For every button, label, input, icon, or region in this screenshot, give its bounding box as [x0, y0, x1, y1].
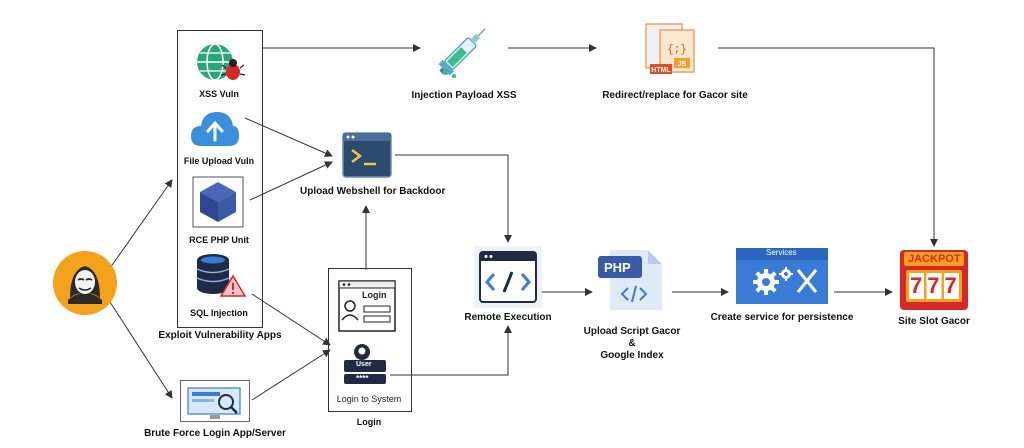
- redirect-label: Redirect/replace for Gacor site: [602, 90, 748, 101]
- remote-label: Remote Execution: [464, 312, 552, 323]
- service-node: Services: [736, 248, 828, 304]
- service-header-text: Services: [766, 248, 797, 257]
- sqli-label: SQL Injection: [190, 308, 248, 318]
- terminal-icon: [342, 132, 392, 178]
- upload-script-label-2: &: [628, 338, 636, 349]
- login-form-title: Login: [362, 290, 387, 300]
- login-box: [328, 268, 412, 412]
- slot-jackpot-text: JACKPOT: [908, 253, 961, 265]
- edge-attacker-brute: [109, 301, 173, 399]
- code-window-icon: [474, 246, 542, 308]
- upload-script-label-3: Google Index: [600, 350, 664, 361]
- exploit-group-box: [177, 30, 263, 328]
- rce-label: RCE PHP Unit: [189, 235, 249, 245]
- php-file-icon: [598, 250, 662, 310]
- attacker-node: [52, 250, 118, 316]
- login-user: User ****: [342, 342, 388, 386]
- edge-sqli-login: [251, 293, 331, 346]
- service-label: Create service for persistence: [710, 312, 854, 323]
- edge-redirect-slot: [718, 47, 938, 247]
- remote-node: [474, 246, 542, 308]
- login-system-text: Login to System: [336, 394, 402, 404]
- edge-login-remote: [390, 325, 512, 376]
- database-warning-icon: [196, 254, 247, 297]
- injection-label: Injection Payload XSS: [411, 90, 517, 101]
- upload-script-label-1: Upload Script Gacor: [583, 326, 681, 337]
- rce-node: [192, 176, 244, 228]
- login-password-mask: ****: [356, 374, 369, 383]
- edge-rce-webshell: [249, 161, 333, 201]
- file-upload-node: [189, 106, 241, 150]
- hacker-icon: [53, 251, 117, 315]
- slot-reels-text: 777: [910, 273, 962, 298]
- login-form: Login: [338, 280, 396, 332]
- php-badge-text: PHP: [604, 260, 631, 275]
- webshell-node: [342, 132, 392, 178]
- monitor-search-icon: [180, 380, 250, 422]
- login-label: Login: [356, 417, 382, 427]
- edge-attacker-exploit: [109, 179, 173, 269]
- login-user-tag: User: [356, 361, 372, 368]
- html-js-file-icon: {;} HTML JS: [645, 23, 695, 74]
- cube-icon: [192, 176, 244, 228]
- file-upload-label: File Upload Vuln: [183, 156, 255, 166]
- webshell-label: Upload Webshell for Backdoor: [300, 186, 446, 197]
- redirect-node: {;} HTML JS: [640, 20, 700, 80]
- brute-node: [180, 380, 250, 422]
- sqli-node: [193, 252, 247, 298]
- xss-node: [193, 40, 247, 88]
- brute-label: Brute Force Login App/Server: [144, 428, 286, 439]
- edge-upload-webshell: [244, 117, 333, 157]
- exploit-group-label: Exploit Vulnerability Apps: [158, 330, 282, 341]
- syringe-icon: [438, 28, 486, 78]
- svg-text:JS: JS: [678, 61, 687, 68]
- svg-text:HTML: HTML: [651, 67, 671, 74]
- xss-label: XSS Vuln: [199, 89, 239, 99]
- slot-label: Site Slot Gacor: [898, 316, 970, 327]
- globe-bug-icon: [197, 43, 246, 81]
- slot-node: JACKPOT 777: [898, 248, 970, 312]
- login-form-icon: [338, 280, 396, 332]
- cloud-upload-icon: [191, 112, 239, 146]
- slot-machine-icon: [900, 250, 968, 310]
- svg-text:{;}: {;}: [667, 44, 687, 56]
- gears-icon: [736, 248, 828, 304]
- edge-brute-login: [251, 349, 331, 401]
- edge-webshell-remote: [395, 154, 512, 243]
- injection-node: [432, 20, 496, 80]
- upload-script-node: PHP: [596, 246, 668, 314]
- user-login-icon: [344, 344, 386, 384]
